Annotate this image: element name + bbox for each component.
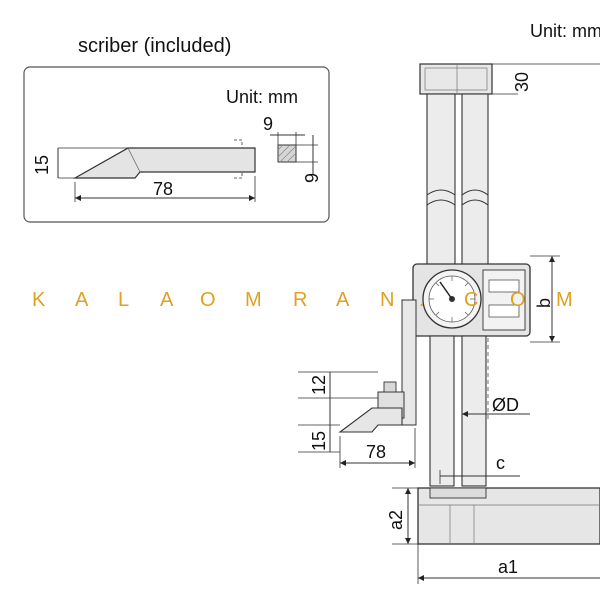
watermark-letter: O <box>510 289 526 311</box>
watermark-letter: M <box>245 289 262 311</box>
scriber-blade <box>72 147 256 179</box>
scriber-main <box>338 407 403 433</box>
watermark-letter: K <box>32 289 46 311</box>
left-column-lower <box>429 335 455 487</box>
scriber-inset: scriber (included) Unit: mm 15 78 9 9 <box>23 35 330 223</box>
dim-top-cap: 30 <box>512 72 532 92</box>
dim-15: 15 <box>309 431 329 451</box>
watermark: K A L A O M R A N . C O M <box>32 289 573 311</box>
dim-b: b <box>534 298 554 308</box>
inset-dim-section-width: 9 <box>263 114 273 134</box>
watermark-letter: M <box>556 289 573 311</box>
top-cap <box>419 63 493 95</box>
watermark-letter: R <box>293 289 307 311</box>
watermark-letter: L <box>118 289 129 311</box>
dim-a1: a1 <box>498 557 518 577</box>
right-column-upper <box>461 93 489 267</box>
inset-title: scriber (included) <box>78 35 231 57</box>
dim-od: ØD <box>492 395 519 415</box>
watermark-letter: A <box>160 289 174 311</box>
main-unit-label: Unit: mm <box>530 21 600 41</box>
watermark-letter: N <box>380 289 394 311</box>
watermark-letter: C <box>464 289 478 311</box>
watermark-letter: . <box>419 289 425 311</box>
inset-frame <box>23 66 330 223</box>
dim-12: 12 <box>309 375 329 395</box>
watermark-letter: A <box>75 289 89 311</box>
dim-c: c <box>496 453 505 473</box>
height-gauge: Unit: mm 30 <box>298 21 600 584</box>
left-column-upper <box>426 93 456 267</box>
inset-dim-section-height: 9 <box>302 173 322 183</box>
inset-unit-label: Unit: mm <box>226 87 298 107</box>
right-column-lower <box>461 335 487 487</box>
dim-a2: a2 <box>386 510 406 530</box>
inset-dim-length: 78 <box>153 179 173 199</box>
watermark-letter: O <box>200 289 216 311</box>
dim-78: 78 <box>366 442 386 462</box>
scriber-arm <box>401 299 417 426</box>
watermark-letter: A <box>336 289 350 311</box>
dial-needle <box>439 281 453 300</box>
inset-dim-height: 15 <box>32 155 52 175</box>
